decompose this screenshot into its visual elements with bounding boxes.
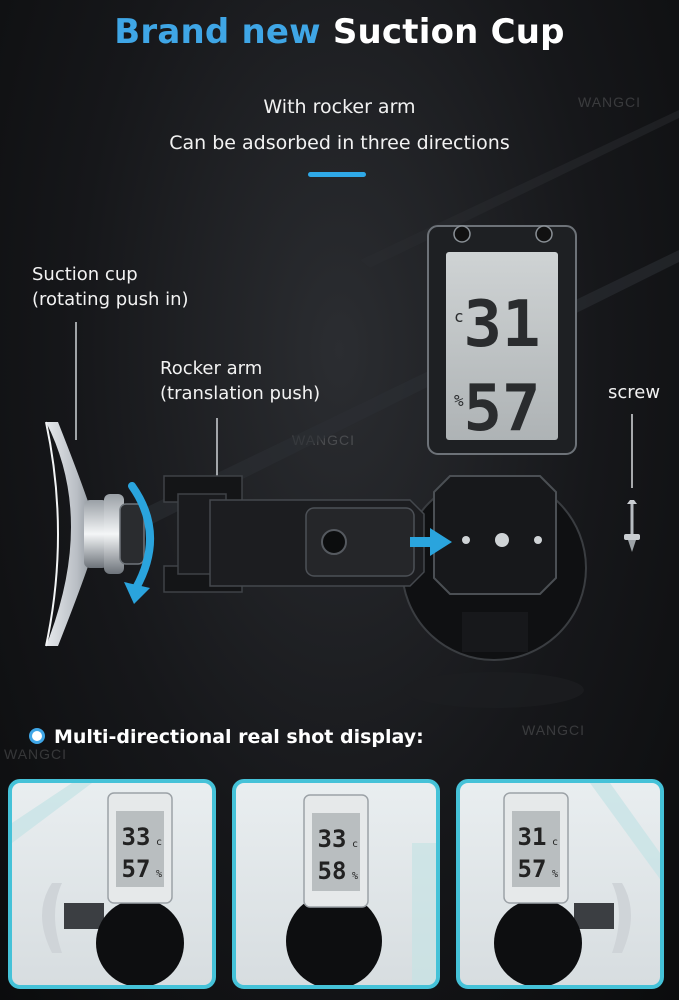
page-title: Brand new Suction Cup <box>0 12 679 52</box>
suction-cup-label: Suction cup (rotating push in) <box>32 264 189 310</box>
main-lcd-humidity: 57 <box>463 372 540 446</box>
svg-text:c: c <box>552 837 558 848</box>
svg-text:c: c <box>156 837 162 848</box>
watermark: WANGCI <box>522 722 586 738</box>
push-arrow-icon <box>410 528 452 556</box>
rocker-arm-label: Rocker arm (translation push) <box>160 358 321 404</box>
title-highlight: Brand new <box>114 12 321 52</box>
shot-2-temp: 33 <box>318 825 347 853</box>
svg-text:%: % <box>352 871 358 882</box>
shot-3-temp: 31 <box>518 823 547 851</box>
svg-text:c: c <box>454 307 464 326</box>
shot-1-humidity: 57 <box>122 855 151 883</box>
svg-text:%: % <box>156 869 162 880</box>
screw-label: screw <box>608 382 661 403</box>
curved-arrow-icon <box>124 482 155 604</box>
subtitle-line-1: With rocker arm <box>263 96 416 118</box>
section-heading: Multi-directional real shot display: <box>54 726 424 748</box>
shot-photo-1: 33 c 57 % <box>8 779 216 989</box>
watermark: WANGCI <box>578 94 642 110</box>
main-lcd-temp: 31 <box>463 288 540 362</box>
svg-text:%: % <box>552 869 558 880</box>
accent-divider <box>308 172 366 177</box>
subtitle-line-2: Can be adsorbed in three directions <box>169 132 510 154</box>
screw-icon <box>624 414 640 552</box>
svg-text:c: c <box>352 839 358 850</box>
shot-photo-3: 31 c 57 % <box>456 779 664 989</box>
product-illustration: 31 57 % c <box>45 110 679 708</box>
shot-photo-2: 33 c 58 % <box>232 779 440 989</box>
shot-1-temp: 33 <box>122 823 151 851</box>
svg-text:%: % <box>454 391 464 410</box>
title-main: Suction Cup <box>332 12 565 52</box>
shot-3-humidity: 57 <box>518 855 547 883</box>
bullet-icon <box>32 731 42 741</box>
shot-2-humidity: 58 <box>318 857 347 885</box>
watermark: WANGCI <box>4 746 68 762</box>
